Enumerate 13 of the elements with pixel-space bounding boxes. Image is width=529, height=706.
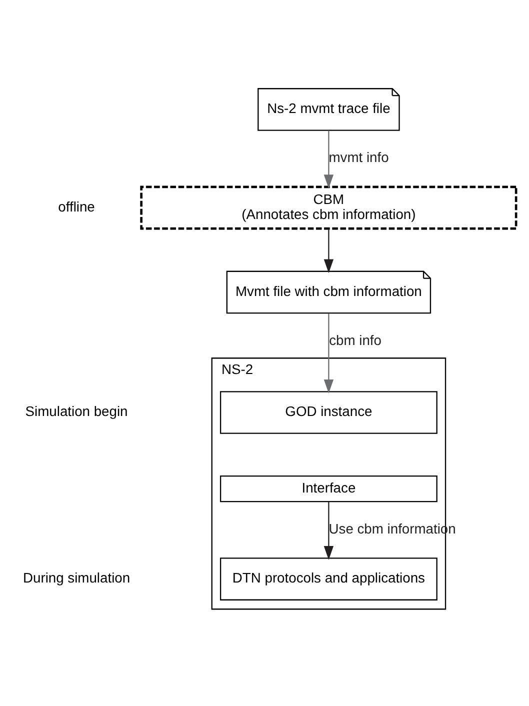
- arrow: [324, 130, 334, 188]
- node-box: CBM (Annotates cbm information): [140, 185, 518, 230]
- label: During simulation: [23, 569, 130, 586]
- edge-label: cbm info: [329, 331, 382, 348]
- arrow: [324, 312, 334, 393]
- node-box: DTN protocols and applications: [220, 557, 438, 600]
- node-box: Interface: [220, 475, 438, 502]
- node-box: GOD instance: [220, 390, 438, 434]
- label: offline: [58, 198, 95, 214]
- edge-label: mvmt info: [328, 148, 389, 165]
- label: Simulation begin: [25, 402, 128, 419]
- arrow: [324, 501, 334, 560]
- arrow: [324, 228, 334, 273]
